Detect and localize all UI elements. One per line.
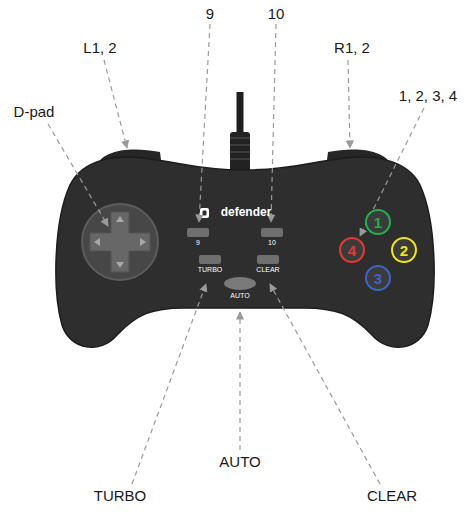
action-button: 2 xyxy=(391,237,417,263)
rect-key xyxy=(257,255,279,264)
logo-mark-inner xyxy=(203,211,207,216)
callout-label: AUTO xyxy=(219,454,260,471)
leader-line xyxy=(270,284,380,484)
button-label: 9 xyxy=(196,239,200,246)
clear-button: CLEAR xyxy=(256,255,279,273)
button-label: CLEAR xyxy=(256,266,279,273)
callout-number: 10 xyxy=(268,6,285,23)
action-button: 1 xyxy=(365,209,391,235)
rect-key xyxy=(261,228,283,237)
callout-label: R1, 2 xyxy=(334,40,370,57)
d-pad-ring xyxy=(82,204,158,280)
auto-button: AUTO xyxy=(224,277,256,299)
gamepad-body xyxy=(56,157,434,347)
logo-mark xyxy=(200,208,209,218)
oval-key xyxy=(224,277,256,290)
callout-label: D-pad xyxy=(14,104,55,121)
leader-line xyxy=(199,24,210,222)
rect-key xyxy=(187,228,209,237)
callout-label: CLEAR xyxy=(367,488,417,505)
leader-lines xyxy=(48,24,424,484)
leader-line xyxy=(360,108,424,236)
button-label: TURBO xyxy=(198,266,223,273)
button-label: 10 xyxy=(268,239,276,246)
brand-logo: defender xyxy=(221,206,272,219)
action-button: 4 xyxy=(339,237,365,263)
leader-line xyxy=(239,312,240,450)
callout-label: 1, 2, 3, 4 xyxy=(399,88,457,105)
leader-line xyxy=(132,284,206,484)
button-label: 2 xyxy=(400,243,408,258)
button-label: AUTO xyxy=(230,292,249,299)
button-label: 3 xyxy=(374,271,382,286)
leader-line xyxy=(104,60,127,148)
action-button: 3 xyxy=(365,265,391,291)
d-pad-arrows xyxy=(94,216,146,268)
callout-number: 9 xyxy=(206,6,214,23)
function-button: 10 xyxy=(261,228,283,246)
rect-key xyxy=(199,255,221,264)
callout-label: L1, 2 xyxy=(83,40,116,57)
d-pad-cross xyxy=(90,212,150,272)
cable-strain-relief xyxy=(230,132,250,172)
button-label: 1 xyxy=(374,215,382,230)
leader-line xyxy=(271,24,276,222)
function-button: 9 xyxy=(187,228,209,246)
turbo-button: TURBO xyxy=(198,255,223,273)
leader-line xyxy=(48,124,108,226)
leader-line xyxy=(348,60,350,148)
button-label: 4 xyxy=(348,243,356,258)
cable-ribs xyxy=(230,138,250,159)
callout-label: TURBO xyxy=(94,488,147,505)
